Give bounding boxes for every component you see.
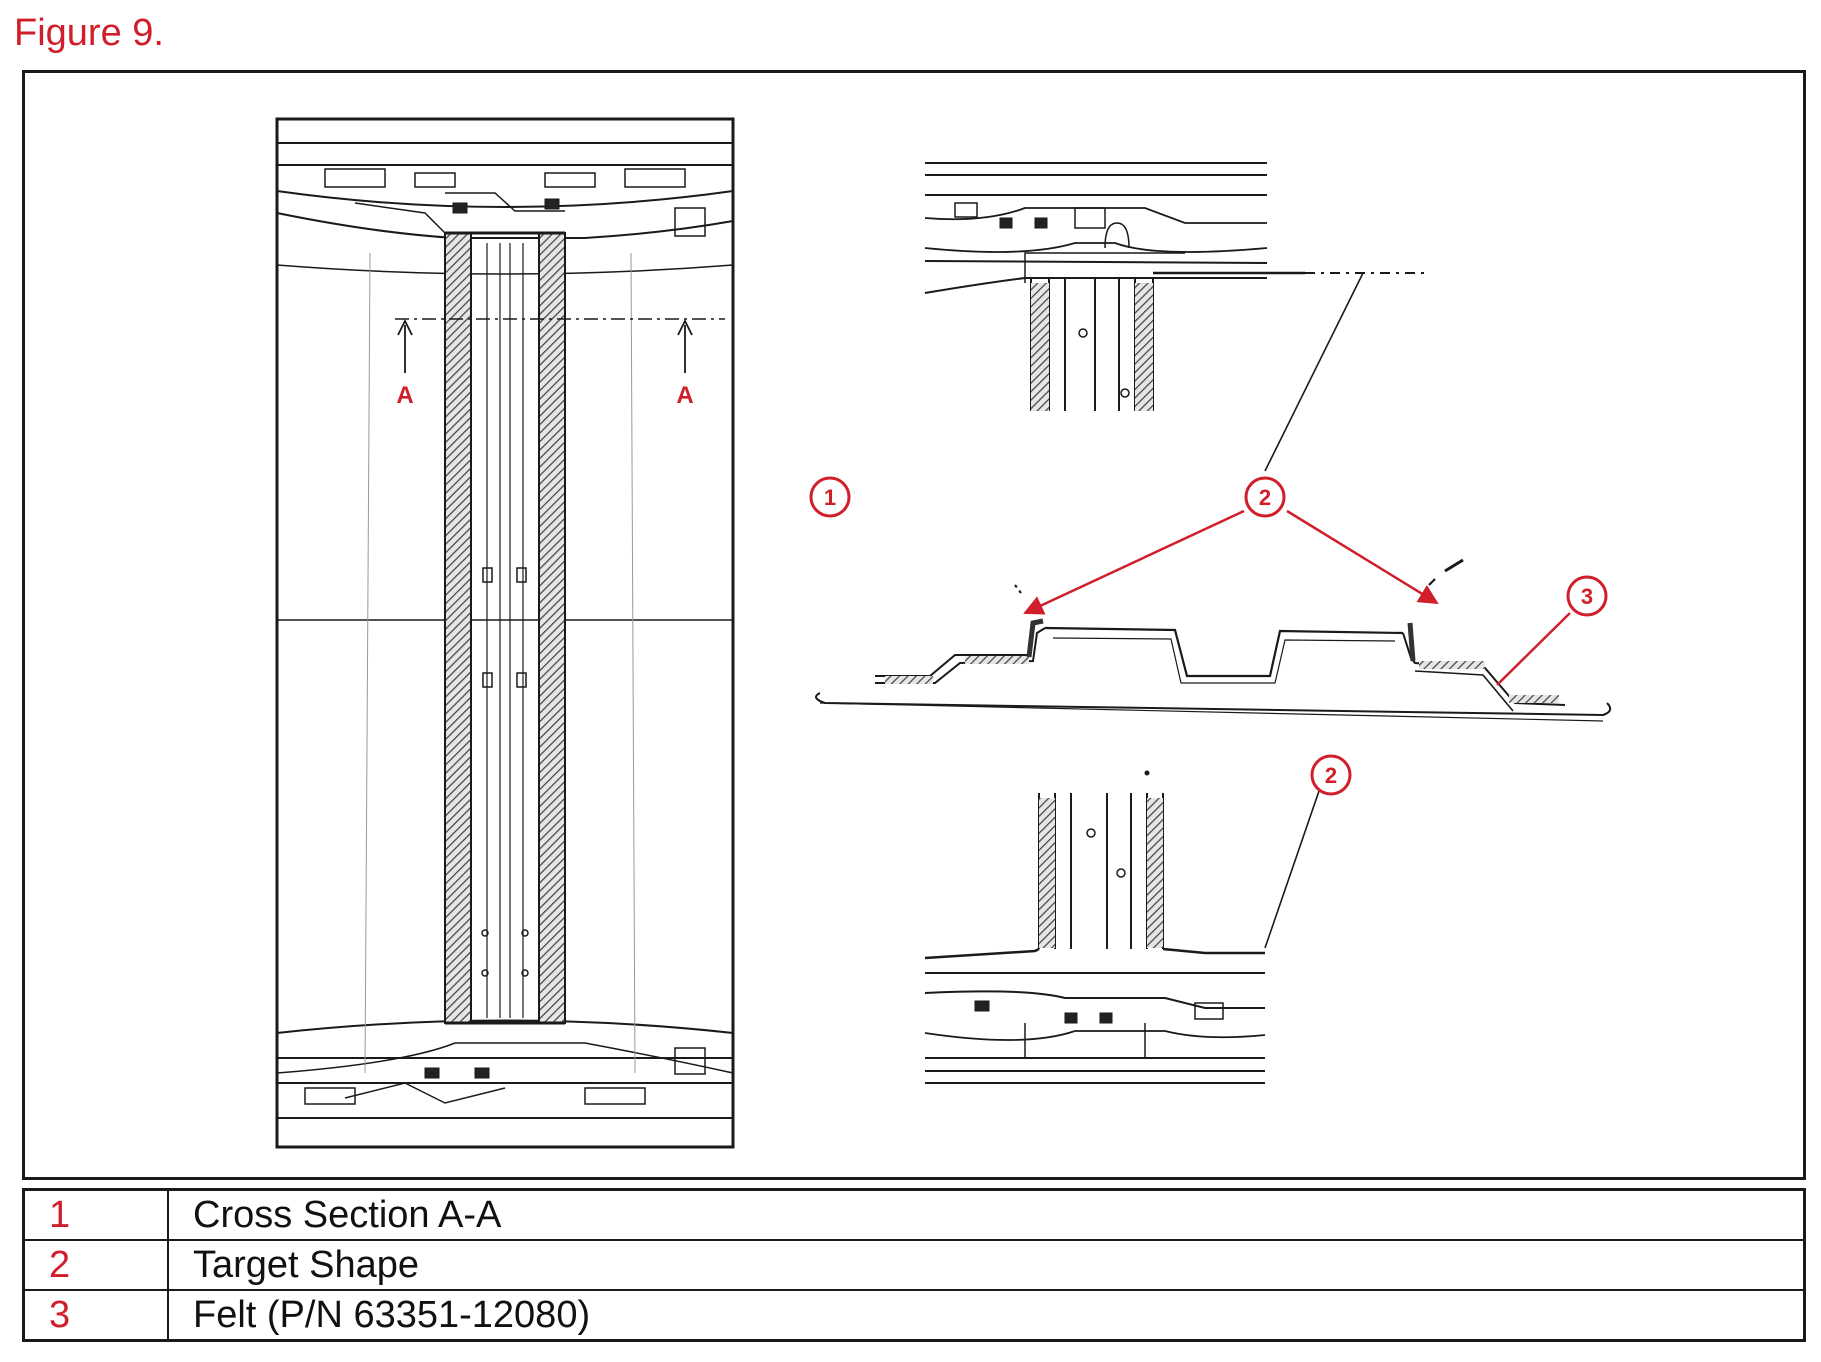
legend-text: Target Shape <box>167 1239 1806 1291</box>
legend-text: Cross Section A-A <box>167 1188 1806 1241</box>
legend-row: 2 Target Shape <box>22 1239 1806 1291</box>
section-marker-right: A <box>676 382 693 409</box>
top-detail-view <box>924 162 1425 411</box>
cross-section-a-a <box>815 558 1612 722</box>
roof-plan-view <box>275 117 735 1149</box>
leader-line-bottom <box>1264 790 1320 949</box>
callout-3: 3 <box>1566 575 1608 617</box>
legend-number: 3 <box>22 1289 169 1342</box>
callout-2-bottom: 2 <box>1310 754 1352 796</box>
callout-3-label: 3 <box>1581 584 1593 609</box>
leader-to-felt <box>1496 612 1571 686</box>
callout-2-bottom-label: 2 <box>1325 763 1337 788</box>
figure-title: Figure 9. <box>14 12 164 54</box>
legend-text: Felt (P/N 63351-12080) <box>167 1289 1806 1342</box>
legend-table: 1 Cross Section A-A 2 Target Shape 3 Fel… <box>22 1188 1806 1342</box>
legend-row: 1 Cross Section A-A <box>22 1188 1806 1241</box>
callout-1-label: 1 <box>824 485 836 510</box>
arrow-to-left-flange <box>1023 509 1245 615</box>
legend-number: 1 <box>22 1188 169 1241</box>
leader-line-top <box>1264 272 1364 472</box>
callout-1: 1 <box>809 476 851 518</box>
legend-number: 2 <box>22 1239 169 1291</box>
figure-frame: A A <box>22 70 1806 1180</box>
section-marker-left: A <box>396 382 413 409</box>
diagram-svg: A A <box>275 117 1612 1149</box>
legend-row: 3 Felt (P/N 63351-12080) <box>22 1289 1806 1342</box>
callout-2-label: 2 <box>1259 485 1271 510</box>
arrow-to-right-flange <box>1286 509 1439 605</box>
callout-2-middle: 2 <box>1244 476 1286 518</box>
bottom-detail-view <box>924 770 1266 1084</box>
